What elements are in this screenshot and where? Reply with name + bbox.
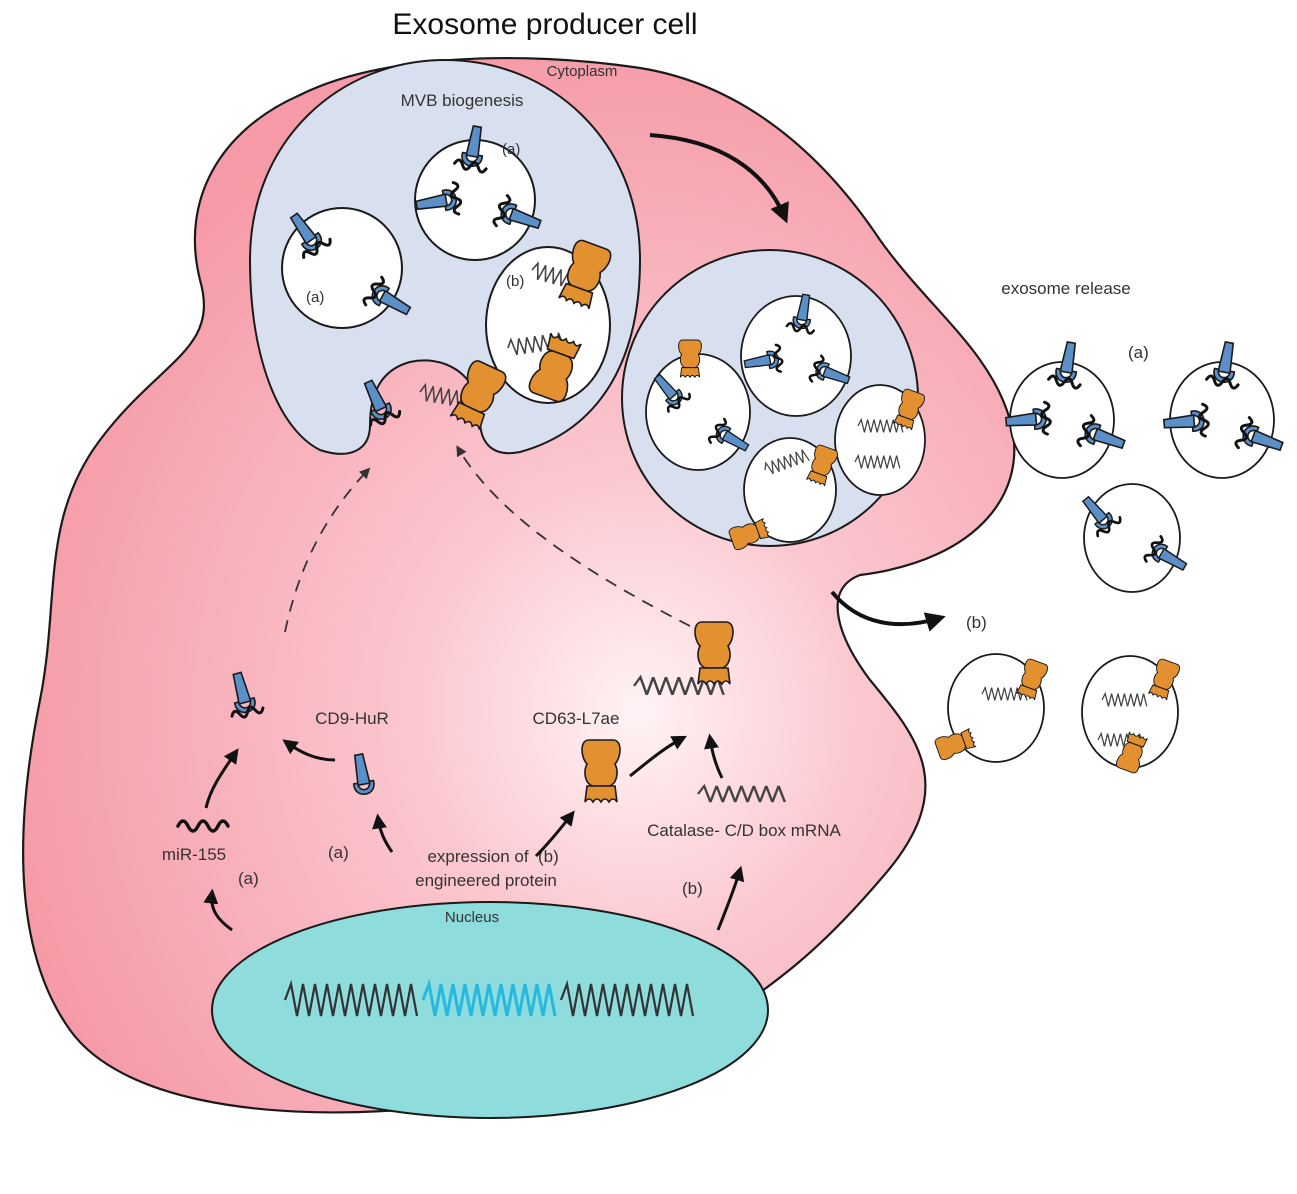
tag-a-mir155: (a) [238,869,259,888]
vesicle-a-left: (a) [281,206,417,329]
arrow-mir-to-complex [204,748,239,809]
cytoplasm-label: Cytoplasm [547,63,618,80]
tag-b-catalase: (b) [682,879,703,898]
released-exosomes-a [1005,340,1287,593]
vesicle-a-top: (a) [414,124,545,261]
mir155-molecule [176,819,230,833]
nucleus-label: Nucleus [445,909,499,926]
catalase-label: Catalase- C/D box mRNA [647,821,841,840]
dashed-arrow-a [284,467,371,633]
vesicle-b: (b) [485,237,614,405]
arrow-nucleus-to-mir [203,888,233,932]
cd63-mrna-complex-protein [694,621,734,685]
mir155-label: miR-155 [162,845,226,864]
released-exosomes-b [933,653,1182,775]
mvb-label: MVB biogenesis [401,91,524,110]
cd9-hur-label: CD9-HuR [315,709,389,728]
dna-strand [283,979,419,1017]
tag-a-cd9: (a) [328,843,349,862]
tag-a-vesicle-top: (a) [502,141,520,158]
arrow-expression-to-cd63 [534,810,575,858]
nucleus [211,901,769,1119]
arrow-expression-to-cd9 [372,813,394,853]
tag-b-cd63: (b) [538,847,559,866]
tag-a-release: (a) [1128,343,1149,362]
expression-label-line1: expression of [427,847,528,866]
release-arrow [830,590,946,632]
arrow-nucleus-to-mrna [716,865,745,931]
arrow-mrna-to-complex [704,733,724,779]
mature-mvb [621,249,927,552]
maturation-arrow [649,133,789,224]
figure-title: Exosome producer cell [392,8,697,41]
dna-highlight [421,978,557,1017]
tag-b-vesicle: (b) [506,273,524,290]
cd63-l7ae-label: CD63-L7ae [533,709,620,728]
arrow-cd63-to-complex [629,735,687,778]
tag-a-vesicle-left: (a) [306,289,324,306]
expression-label-line2: engineered protein [415,871,557,890]
cd63-l7ae-protein [581,739,621,803]
arrow-cd9-to-complex [282,739,336,762]
dna-strand-right [559,979,695,1017]
tag-b-release: (b) [966,613,987,632]
dashed-arrow-b [456,445,691,627]
exosome-release-label: exosome release [1001,279,1130,298]
